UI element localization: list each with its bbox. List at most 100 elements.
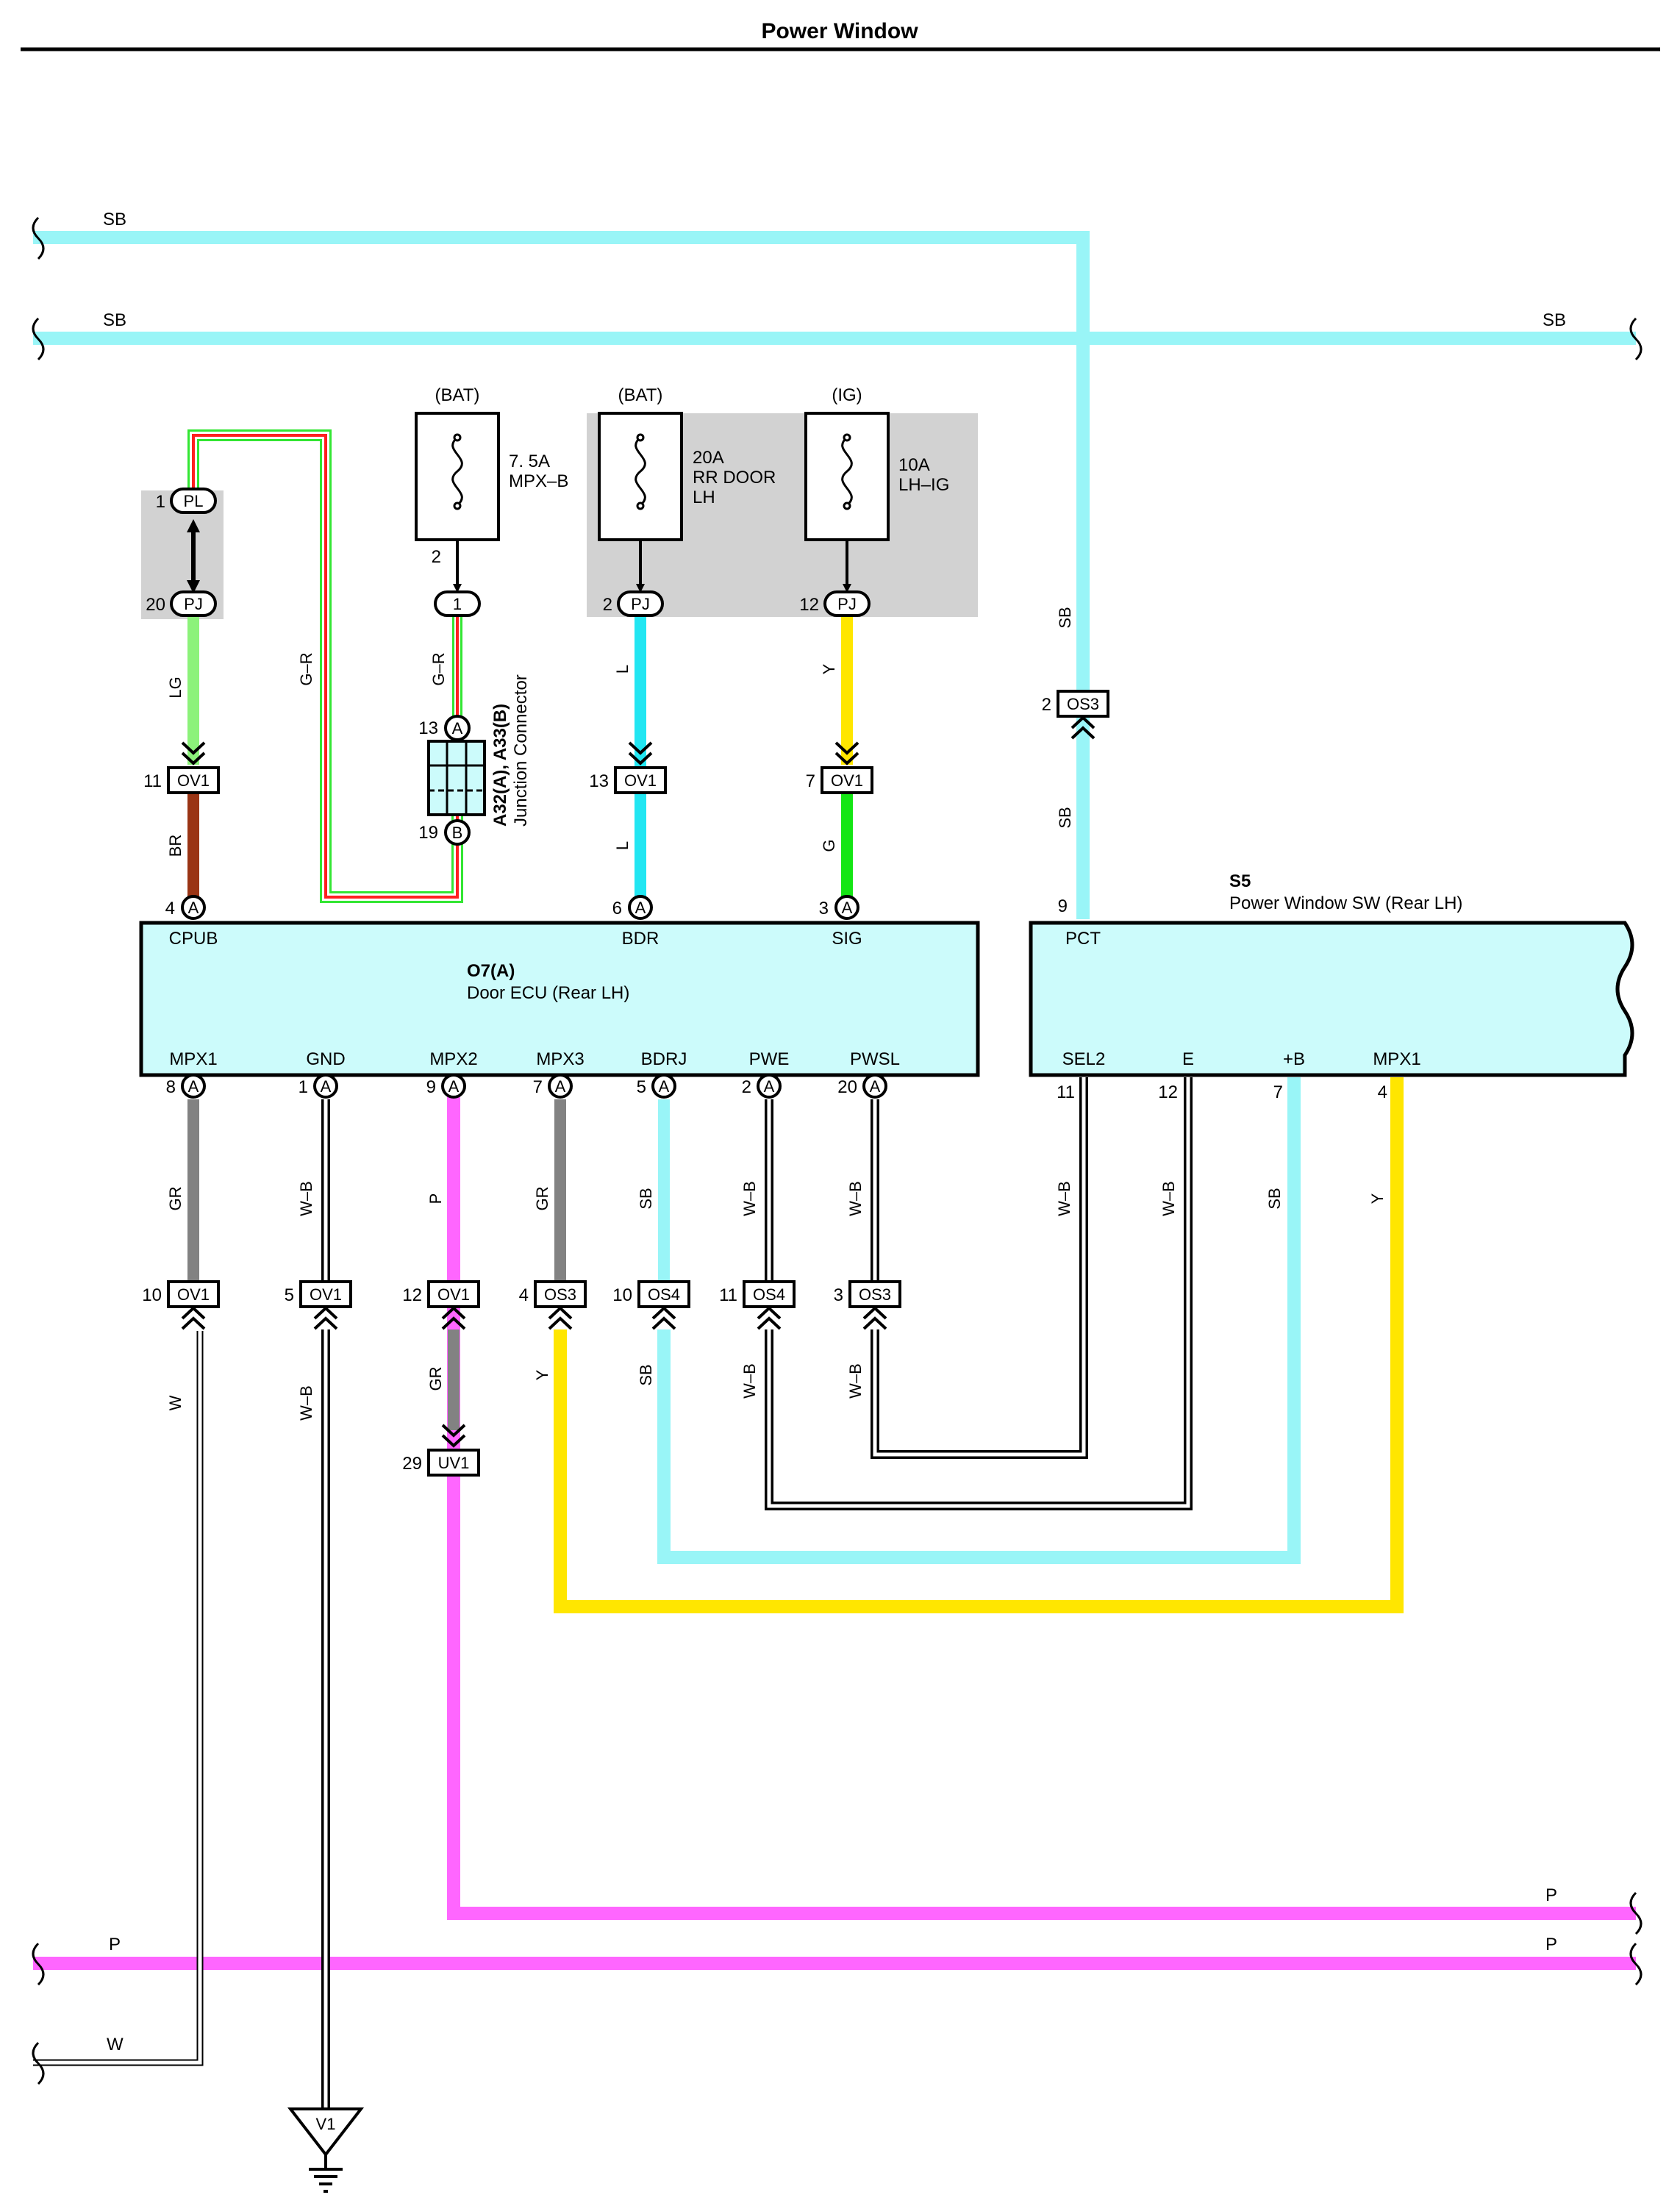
conn-os3-pwsl-name: OS3	[859, 1285, 891, 1304]
wire-label-wb-gnd: W–B	[297, 1181, 315, 1216]
ecu-bottom-pin-mpx1-num: 8	[166, 1077, 176, 1097]
bus-label-p-upper: P	[1545, 1885, 1557, 1905]
conn-ov1-cpub: OV1 11	[143, 766, 220, 794]
conn-ov1-mpx2-name: OV1	[437, 1285, 470, 1304]
fuse-rr-door-source: (BAT)	[618, 385, 663, 405]
ecu-bottom-pin-bdrj-letter: A	[659, 1077, 670, 1096]
conn-ov1-sig: OV1 7	[806, 766, 873, 794]
switch-bottom-label-e: E	[1182, 1049, 1194, 1069]
conn-pl-pin: 1	[156, 492, 165, 512]
lower-connectors: OV1 10 OV1 5 OV1 12 OS3 4 OS4 10 OS4 11 …	[142, 1280, 901, 1493]
conn-ov1-sig-name: OV1	[831, 771, 863, 790]
conn-uv1-pin: 29	[402, 1454, 422, 1474]
ground-v1: V1	[287, 2107, 365, 2193]
wire-label-wb-pwe-low: W–B	[740, 1363, 759, 1399]
conn-pl: PL 1	[156, 488, 217, 514]
wire-label-w-low: W	[166, 1395, 185, 1410]
wire-label-lg: LG	[166, 677, 185, 698]
wire-label-y-mpx1: Y	[1368, 1193, 1387, 1204]
ecu-id: O7(A)	[467, 961, 515, 981]
wire-label-sb-b: SB	[1265, 1188, 1284, 1209]
conn-ov1-cpub-pin: 11	[143, 771, 162, 791]
bus-label-sb-main-left: SB	[103, 310, 126, 330]
ecu-bottom-pin-gnd-letter: A	[321, 1077, 332, 1096]
fuse-lh-ig-rating: 10A	[898, 455, 930, 475]
switch-name: Power Window SW (Rear LH)	[1229, 893, 1462, 913]
wire-label-wb-pwe: W–B	[740, 1181, 759, 1216]
conn-os4-bdrj-pin: 10	[612, 1285, 632, 1305]
conn-ov1-bdr-pin: 13	[589, 771, 609, 791]
ecu-top-label-bdr: BDR	[622, 929, 660, 949]
fuse-mpx-b-source: (BAT)	[435, 385, 480, 405]
wire-label-gr-mpx3: GR	[533, 1187, 551, 1211]
ecu-top-pin-cpub-letter: A	[188, 899, 199, 917]
ecu-bottom-pin-pwsl-letter: A	[870, 1077, 881, 1096]
ecu-top-label-cpub: CPUB	[169, 929, 218, 949]
switch-top-pin-label: PCT	[1065, 929, 1101, 949]
ecu-bottom-pin-mpx2-num: 9	[426, 1077, 436, 1097]
conn-ov1-cpub-name: OV1	[177, 771, 210, 790]
fuse-lh-ig-source: (IG)	[832, 385, 862, 405]
ecu-bottom-pin-gnd-num: 1	[299, 1077, 308, 1097]
wire-label-sb-low: SB	[637, 1364, 655, 1385]
switch-top-pin-num: 9	[1058, 896, 1068, 916]
conn-ov1-mpx1-name: OV1	[177, 1285, 210, 1304]
ecu-bottom-label-mpx3: MPX3	[536, 1049, 584, 1069]
wire-label-g-r-long: G–R	[297, 652, 315, 685]
switch-id: S5	[1229, 871, 1251, 891]
junction-a-letter: A	[452, 719, 463, 738]
ecu-top-pin-sig-num: 3	[819, 899, 829, 918]
switch-bottom-num-e: 12	[1158, 1082, 1178, 1102]
switch-bottom-label-sel2: SEL2	[1062, 1049, 1106, 1069]
conn-ov1-sig-pin: 7	[806, 771, 815, 791]
bus-label-p-lower-left: P	[109, 1935, 121, 1955]
fuse-mpx-b-name: MPX–B	[509, 471, 568, 491]
conn-uv1-name: UV1	[438, 1454, 470, 1472]
fuse-mpx-b-conn-pin: 1	[453, 595, 462, 613]
conn-ov1-gnd-name: OV1	[310, 1285, 342, 1304]
lower-wire-labels: GR W–B P GR SB W–B W–B W–B W–B SB Y W W–…	[166, 1181, 1387, 1421]
ecu-top-pins: A 4 A 6 A 3	[165, 895, 859, 920]
wire-label-sb-pct-top: SB	[1056, 607, 1074, 628]
junction-connector: A 13 B 19 A32(A), A33(B) Junction Connec…	[418, 674, 531, 846]
wire-label-wb-e: W–B	[1159, 1181, 1178, 1216]
fuse-lh-ig: (IG) 10A LH–IG	[804, 385, 949, 593]
conn-pl-name: PL	[184, 492, 204, 510]
ecu-top-pin-bdr-letter: A	[635, 899, 646, 917]
switch-bottom-num-mpx1: 4	[1378, 1082, 1387, 1102]
ecu-bottom-label-bdrj: BDRJ	[641, 1049, 687, 1069]
wire-label-y-low: Y	[533, 1369, 551, 1380]
ecu-bottom-pin-bdrj-num: 5	[637, 1077, 646, 1097]
wire-label-l-bottom: L	[613, 841, 632, 850]
bus-label-p-lower-right: P	[1545, 1935, 1557, 1955]
conn-os3-mpx3-name: OS3	[544, 1285, 576, 1304]
fuse-output-wires	[628, 616, 859, 899]
conn-pj-left-pin: 20	[146, 595, 165, 615]
wire-label-wb-pwsl-low: W–B	[846, 1363, 865, 1399]
conn-pj-left: PJ 20	[146, 590, 217, 617]
g-r-wire	[187, 429, 463, 903]
ecu-bottom-pin-mpx2-letter: A	[448, 1077, 460, 1096]
ecu-bottom-label-pwsl: PWSL	[850, 1049, 900, 1069]
wire-label-br: BR	[166, 835, 185, 857]
fuse-rr-door-name2: LH	[693, 488, 715, 507]
wire-label-sb-pct-bottom: SB	[1056, 807, 1074, 828]
ecu-bottom-pin-pwe-letter: A	[764, 1077, 775, 1096]
ecu-bottom-pin-mpx3-letter: A	[555, 1077, 566, 1096]
ecu-bottom-pin-mpx3-num: 7	[533, 1077, 543, 1097]
conn-ov1-bdr: OV1 13	[589, 766, 667, 794]
junction-b-letter: B	[452, 824, 463, 842]
ecu-bottom-label-pwe: PWE	[749, 1049, 790, 1069]
switch-bottom-label-mpx1: MPX1	[1373, 1049, 1420, 1069]
ecu-top-pin-sig-letter: A	[842, 899, 853, 917]
wire-label-wb-pwsl: W–B	[846, 1181, 865, 1216]
switch-bottom-label-b: +B	[1283, 1049, 1305, 1069]
power-window-switch: S5 Power Window SW (Rear LH) 9 PCT SEL2 …	[1029, 871, 1634, 1102]
ecu-bottom-pin-pwe-num: 2	[742, 1077, 751, 1097]
conn-os3-pct-name: OS3	[1067, 695, 1099, 713]
bus-label-sb-top: SB	[103, 210, 126, 229]
wire-label-gr-low: GR	[426, 1367, 445, 1391]
conn-ov1-mpx2-pin: 12	[402, 1285, 422, 1305]
ecu-bottom-pin-mpx1-letter: A	[188, 1077, 199, 1096]
